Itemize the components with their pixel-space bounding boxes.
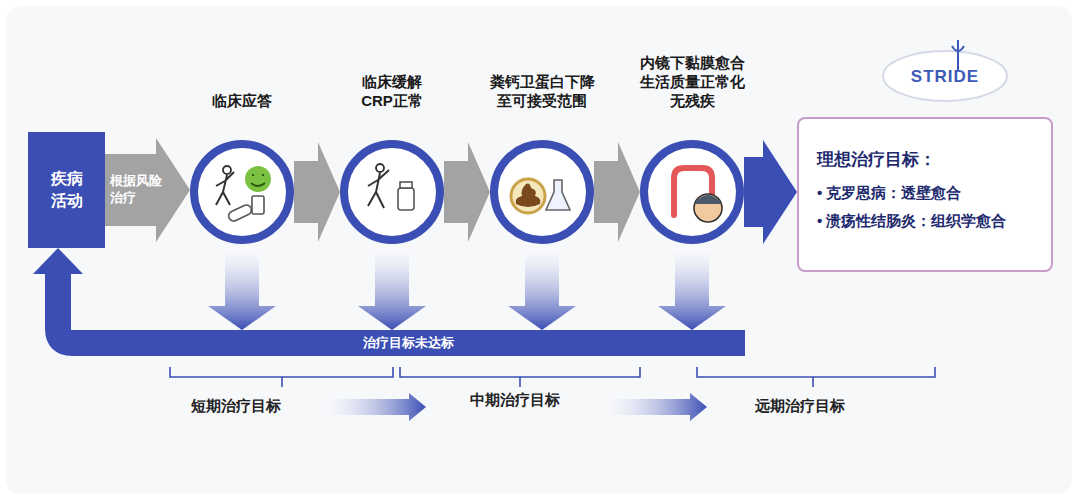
lab-flask xyxy=(546,180,570,210)
not-met-band: 治疗目标未达标 xyxy=(72,330,745,356)
target-circle: 临床应答 xyxy=(190,140,294,244)
flow-arrow xyxy=(744,140,797,244)
panel-bullet: • 克罗恩病：透壁愈合 xyxy=(817,183,1041,203)
pill-bottle xyxy=(398,188,414,210)
smiley-face xyxy=(245,166,271,192)
node-text: 疾病活动 xyxy=(50,168,84,212)
target-heading: 粪钙卫蛋白下降 至可接受范围 xyxy=(486,72,598,110)
flow-arrow xyxy=(508,248,576,330)
arrow-shape xyxy=(594,142,640,242)
bracket-short xyxy=(170,367,393,387)
progress-arrow xyxy=(604,393,707,421)
ideal-goal-panel: 理想治疗目标： • 克罗恩病：透壁愈合 • 溃疡性结肠炎：组织学愈合 xyxy=(797,117,1053,272)
logo-text: STRIDE xyxy=(911,67,979,87)
target-heading: 临床应答 xyxy=(186,91,298,110)
term-label: 短期治疗目标 xyxy=(191,397,281,416)
patient-face xyxy=(694,194,722,222)
arrow-head xyxy=(33,248,83,274)
flow-arrow xyxy=(444,142,490,242)
arrow-shape xyxy=(294,142,340,242)
pill-icon xyxy=(227,203,253,222)
flow-arrow xyxy=(208,248,276,330)
progress-arrow xyxy=(322,393,426,421)
disease-activity-box: 疾病活动 xyxy=(28,132,105,248)
target-heading: 内镜下黏膜愈合 生活质量正常化 无残疾 xyxy=(636,53,748,110)
flow-arrow xyxy=(594,142,640,242)
arrow-shape xyxy=(208,248,276,330)
smiley-features xyxy=(251,175,265,186)
logo-mark xyxy=(952,40,964,70)
bracket-long xyxy=(697,367,935,387)
stool-sample xyxy=(511,179,545,213)
colon-icon xyxy=(674,168,712,215)
figure-head xyxy=(223,166,231,174)
arrow-shape xyxy=(444,142,490,242)
stool-icon xyxy=(516,184,541,208)
arrow-shape xyxy=(105,138,190,242)
pill-bottle xyxy=(252,196,264,214)
bracket-mid xyxy=(400,367,640,387)
figure-body xyxy=(368,170,389,208)
panel-bullet: • 溃疡性结肠炎：组织学愈合 xyxy=(817,211,1041,231)
logo-oval xyxy=(883,51,1007,101)
arrow-label: 根据风险治疗 xyxy=(110,172,164,206)
flow-arrow xyxy=(294,142,340,242)
target-circle: 内镜下黏膜愈合 生活质量正常化 无残疾 xyxy=(640,140,744,244)
node-text: 治疗目标未达标 xyxy=(363,335,454,351)
target-heading: 临床缓解 CRP正常 xyxy=(336,72,448,110)
figure-head xyxy=(376,164,384,172)
arrow-shape xyxy=(658,248,726,330)
term-label: 远期治疗目标 xyxy=(755,397,845,416)
bottle-cap xyxy=(400,182,412,188)
flow-arrow xyxy=(358,248,426,330)
patient-cap xyxy=(694,195,722,204)
figure-body xyxy=(216,172,234,205)
arrow-shape xyxy=(744,140,797,244)
flow-arrow xyxy=(105,138,190,242)
target-circle: 临床缓解 CRP正常 xyxy=(340,140,444,244)
arrow-shape xyxy=(358,248,426,330)
flow-arrow xyxy=(33,248,83,343)
flow-arrow xyxy=(658,248,726,330)
arrow-shape xyxy=(508,248,576,330)
target-circle: 粪钙卫蛋白下降 至可接受范围 xyxy=(490,140,594,244)
term-label: 中期治疗目标 xyxy=(470,391,560,410)
panel-title: 理想治疗目标： xyxy=(817,149,1041,171)
